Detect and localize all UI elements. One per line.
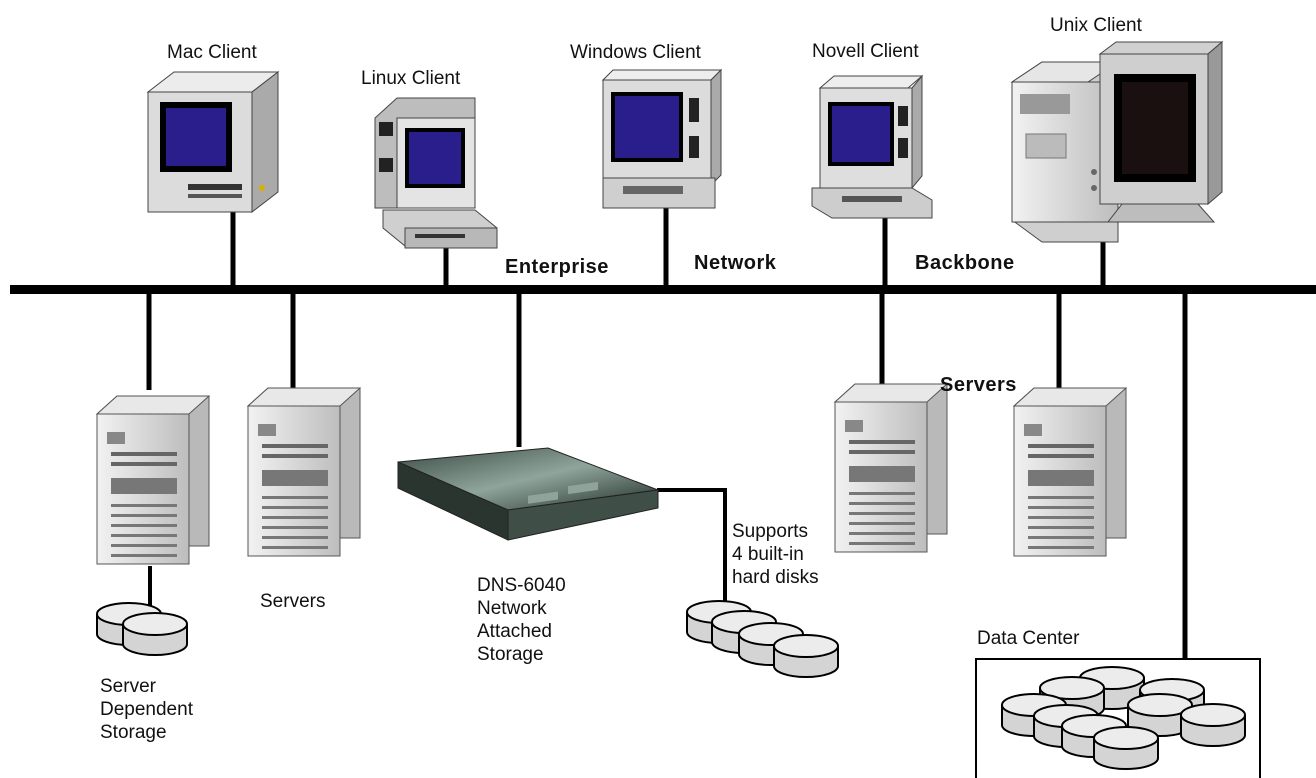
unix-client-label: Unix Client	[1050, 15, 1142, 36]
nas-hard-disks	[686, 600, 839, 678]
windows-client-computer	[601, 68, 723, 209]
linux-client-label: Linux Client	[361, 68, 461, 89]
backbone-word-backbone: Backbone	[915, 252, 1015, 274]
disks-note-label: Supports 4 built-in hard disks	[732, 521, 819, 588]
windows-client-label: Windows Client	[570, 42, 701, 63]
unix-client-computer	[1010, 40, 1224, 243]
data-center-label: Data Center	[977, 628, 1080, 649]
backbone-line	[10, 285, 1316, 294]
servers-label-left: Servers	[260, 591, 326, 612]
linux-client-computer	[374, 97, 498, 249]
server-drops	[146, 293, 1188, 659]
mac-client-label: Mac Client	[167, 42, 257, 63]
novell-client-computer	[811, 74, 933, 219]
server-dependent-storage-label: Server Dependent Storage	[100, 676, 193, 743]
mac-client-computer	[146, 70, 280, 214]
server-tower-left-1	[96, 395, 210, 565]
servers-label-right: Servers	[940, 374, 1017, 396]
backbone-word-enterprise: Enterprise	[505, 256, 609, 278]
nas-device	[397, 447, 659, 541]
server-dependent-disks	[96, 602, 188, 656]
storage-stems	[148, 488, 727, 612]
server-tower-right-2	[1013, 387, 1127, 557]
server-tower-left-2	[247, 387, 361, 557]
backbone-word-network: Network	[694, 252, 777, 274]
novell-client-label: Novell Client	[812, 41, 919, 62]
server-tower-right-1	[834, 383, 948, 553]
nas-label: DNS-6040 Network Attached Storage	[477, 575, 566, 665]
